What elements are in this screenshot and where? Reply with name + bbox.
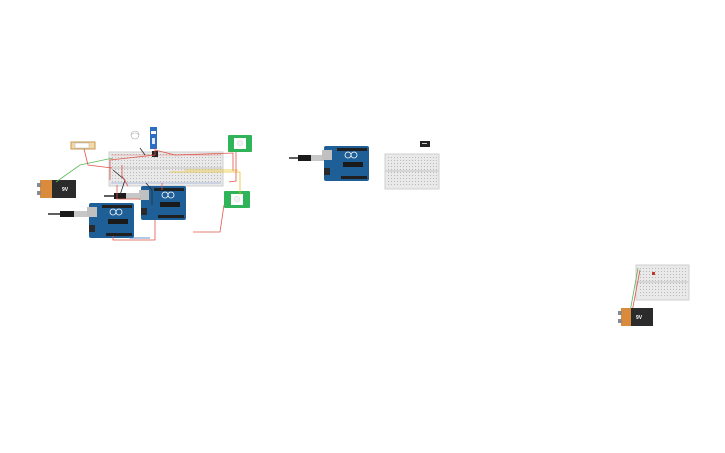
- battery-9v-left[interactable]: 9V: [37, 180, 76, 198]
- photoresistor[interactable]: [130, 130, 140, 140]
- usb-cable-left[interactable]: [48, 211, 90, 217]
- arduino-uno-1[interactable]: [87, 203, 134, 238]
- usb-cable-center[interactable]: [289, 155, 325, 161]
- battery-9v-right[interactable]: 9V: [618, 308, 653, 326]
- usb-cable-middle[interactable]: [104, 193, 140, 199]
- pir-sensor-bottom[interactable]: [224, 191, 250, 208]
- wires-right[interactable]: [629, 267, 641, 313]
- circuit-group-right[interactable]: 9V: [618, 264, 690, 326]
- battery-label: 9V: [62, 187, 69, 193]
- circuit-group-middle[interactable]: [289, 141, 440, 190]
- pir-sensor-top[interactable]: [228, 135, 252, 152]
- wires-left[interactable]: [55, 147, 241, 241]
- breadboard-right[interactable]: [635, 264, 690, 301]
- battery-label: 9V: [636, 315, 643, 321]
- led-red[interactable]: [652, 272, 655, 275]
- breadboard-middle[interactable]: [384, 153, 440, 190]
- ic-chip-marking: [422, 143, 427, 144]
- arduino-uno-2[interactable]: [139, 186, 186, 220]
- breadboard-main[interactable]: [108, 151, 224, 187]
- slide-switch[interactable]: [70, 141, 96, 150]
- arduino-uno-3[interactable]: [322, 146, 369, 181]
- slide-potentiometer[interactable]: [150, 127, 157, 149]
- circuit-group-left[interactable]: 9V: [37, 127, 252, 241]
